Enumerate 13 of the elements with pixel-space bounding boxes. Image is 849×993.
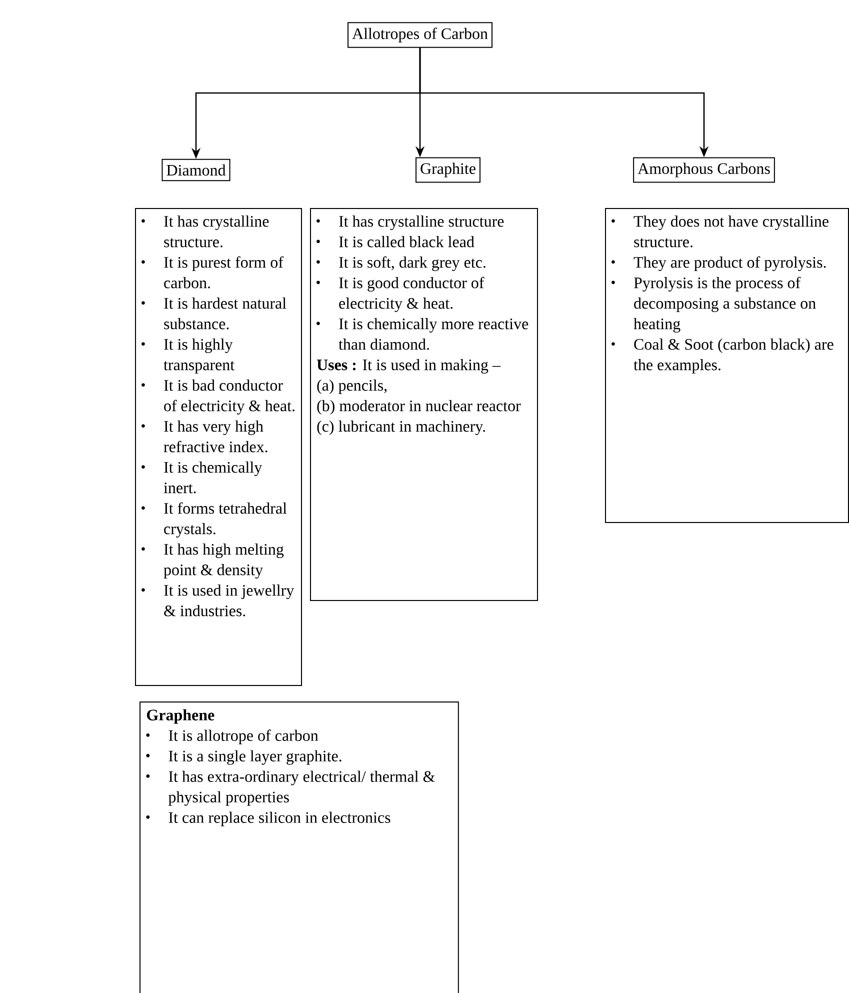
node-label: It is allotrope of carbon [168, 730, 318, 744]
label-box: Allotropes of Carbon [348, 22, 492, 48]
label-box: Diamond [162, 158, 230, 182]
list-box: It has crystalline structure. It is purest form of carbon. It is hardest natural substance. It is highly transparent It is bad conductor of electricity & heat. It has very high refractive index. It is chemically inert. It forms tetrahedral crystals. It has high melting point & density It is used in jewellry & industries. [135, 208, 302, 686]
label-box: Amorphous Carbons [633, 157, 775, 183]
list-box: They does not have crystalline structure. They are product of pyrolysis. Pyrolysis is the process of decomposing a substance on heating Coal & Soot (carbon black) are the examples. [605, 208, 849, 523]
node-label: It has extra-ordinary electrical/ thermal & physical properties [168, 770, 435, 806]
node-label: It can replace silicon in electronics [168, 812, 390, 826]
label-box: Graphite [416, 157, 480, 183]
info-box: Graphene It is allotrope of carbon It is a single layer graphite. It has extra-ordinary electrical/ thermal & physical properties It can replace silicon in electronics [140, 702, 459, 993]
node-label: Graphene [146, 709, 214, 724]
list-box: It has crystalline structure It is called black lead It is soft, dark grey etc. It is good conductor of electricity & heat. It is chemically more reactive than diamond. Uses : It is used in making – (a) pencils, (b) moderator in nuclear reactor (c) lubricant in machinery. [310, 208, 538, 601]
node-label: It is a single layer graphite. [168, 750, 342, 765]
